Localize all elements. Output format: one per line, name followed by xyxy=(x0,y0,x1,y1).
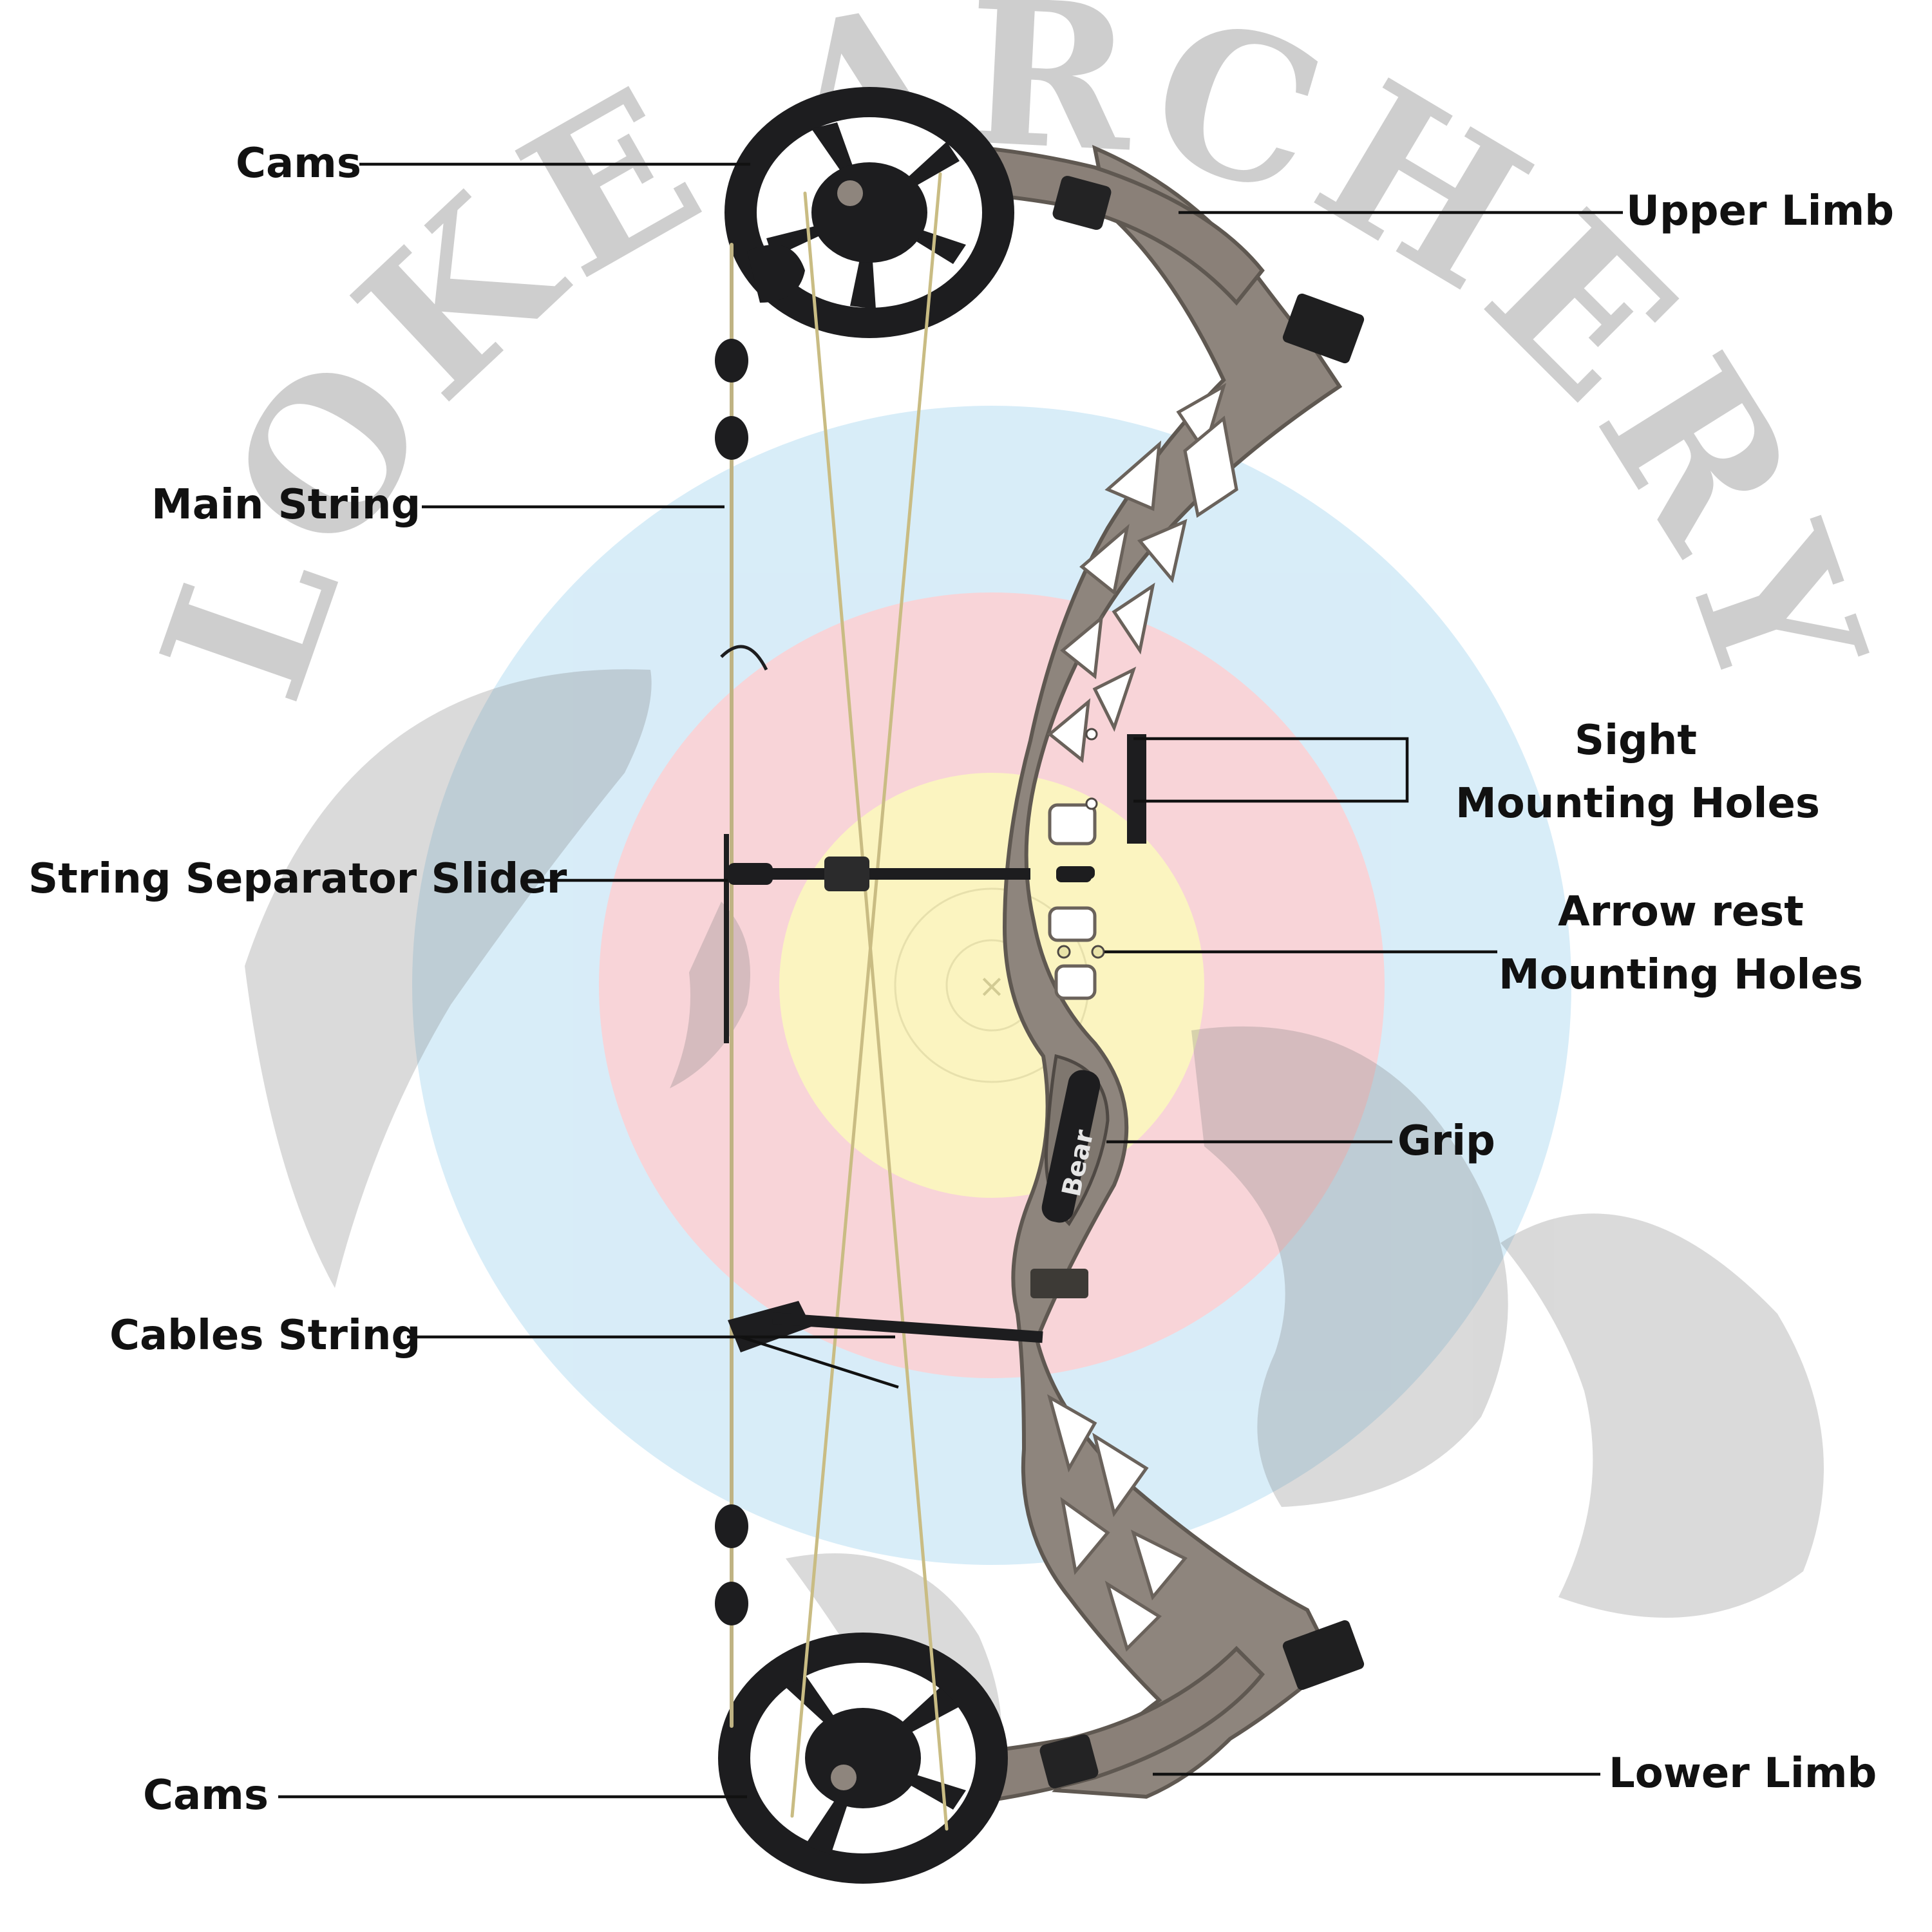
label-cams-top: Cams xyxy=(236,140,361,187)
leader-sight-bracket xyxy=(1133,737,1409,803)
sight-hole-upper xyxy=(1085,728,1098,741)
arrow-rest-hole-right xyxy=(1091,945,1105,959)
label-string-separator-slider: String Separator Slider xyxy=(28,855,567,903)
lower-cam xyxy=(718,1633,1008,1884)
d-loop xyxy=(720,645,768,671)
target-center-cross: × xyxy=(978,967,1005,1005)
label-main-string: Main String xyxy=(151,481,421,529)
grip-logo-plate xyxy=(1041,1070,1101,1223)
upper-cam xyxy=(724,87,1014,338)
upper-limb-pocket xyxy=(1282,293,1365,364)
label-sight-line2: Mounting Holes xyxy=(1455,780,1820,828)
label-arrow-rest-mounting-holes: Arrow rest Mounting Holes xyxy=(1494,891,1868,996)
string-silencers xyxy=(715,339,748,1625)
arrow-rest-plate xyxy=(1056,866,1095,879)
label-arrow-line2: Mounting Holes xyxy=(1499,951,1863,999)
compound-bow: Bear xyxy=(715,87,1365,1884)
label-arrow-line1: Arrow rest xyxy=(1558,888,1804,936)
upper-limb-dampener xyxy=(1052,176,1112,230)
label-sight-line1: Sight xyxy=(1575,717,1697,764)
target-watermark: × xyxy=(412,406,1571,1565)
leader-lines xyxy=(278,162,1623,1799)
label-lower-limb: Lower Limb xyxy=(1609,1750,1877,1797)
riser-cutouts xyxy=(1047,383,1238,1652)
arrow-rest-hole-left xyxy=(1057,945,1071,959)
cable-rod-mount-plate xyxy=(1030,1269,1088,1298)
lower-limb-dampener xyxy=(1039,1734,1099,1788)
sight-bracket xyxy=(1127,734,1146,844)
archer-silhouette-watermark xyxy=(245,669,1824,1851)
leader-cables-string-b xyxy=(740,1335,899,1389)
label-cables-string: Cables String xyxy=(109,1312,421,1359)
string-separator-slider-part xyxy=(728,857,1092,891)
label-grip: Grip xyxy=(1397,1117,1495,1165)
cable-b xyxy=(790,172,942,1818)
riser xyxy=(1002,144,1343,1799)
sight-hole-lower xyxy=(1085,797,1098,810)
label-cams-bottom: Cams xyxy=(143,1772,269,1819)
bow-strings xyxy=(730,172,949,1831)
lower-limb-pocket xyxy=(1282,1620,1365,1690)
label-sight-mounting-holes: Sight Mounting Holes xyxy=(1455,717,1820,828)
label-upper-limb: Upper Limb xyxy=(1626,187,1895,235)
cable-a xyxy=(803,191,949,1831)
